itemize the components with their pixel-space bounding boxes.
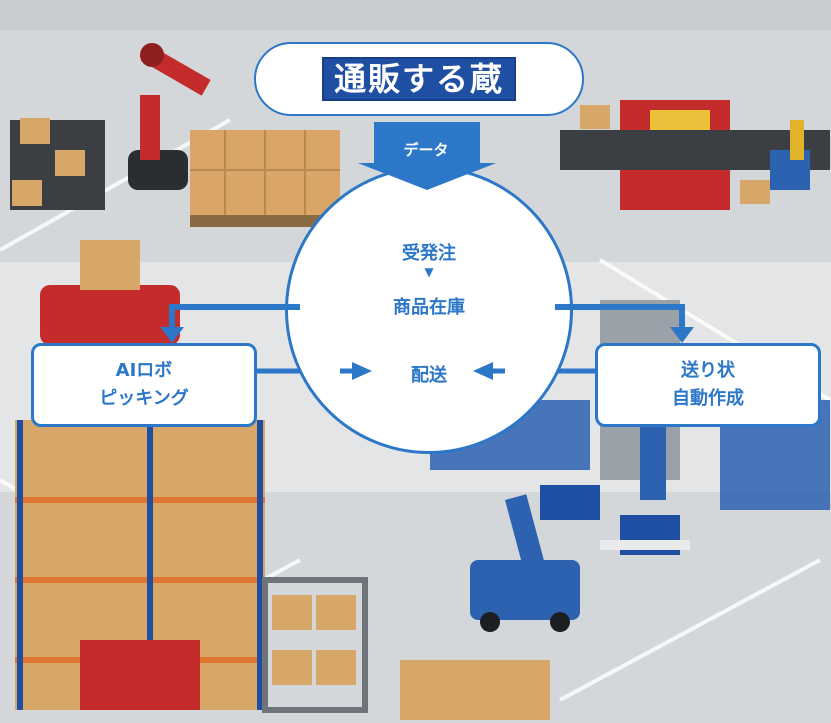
pallet-stack-illustration (190, 130, 340, 227)
red-robot-arm-illustration (128, 43, 211, 190)
auto-label-line2: 自動作成 (672, 388, 744, 409)
process-circle: 受発注 ▼ 商品在庫 配送 (285, 166, 573, 454)
step-order-processing: 受発注 (402, 243, 456, 264)
logo-capsule: 通販する蔵 (254, 42, 584, 116)
ai-robot-picking-line2: ピッキング (99, 388, 189, 409)
ai-robot-picking-box: AIロボ ピッキング (31, 343, 257, 427)
ai-robot-picking-line1: AIロボ (115, 360, 173, 381)
logo: 通販する蔵 (321, 57, 516, 101)
mobile-robot-illustration (40, 240, 180, 345)
blue-agv-robot-illustration (470, 420, 690, 632)
auto-label-box: 送り状 自動作成 (595, 343, 821, 427)
step-delivery: 配送 (411, 365, 447, 386)
conveyor-left-illustration (10, 118, 105, 210)
down-triangle-icon: ▼ (424, 265, 434, 279)
logo-text: 通販する蔵 (333, 60, 504, 98)
step-inventory: 商品在庫 (393, 297, 465, 318)
data-arrow-label: データ (403, 141, 449, 159)
packing-machine-illustration (560, 100, 830, 210)
auto-label-line1: 送り状 (681, 360, 735, 381)
cart-illustration (80, 577, 550, 720)
